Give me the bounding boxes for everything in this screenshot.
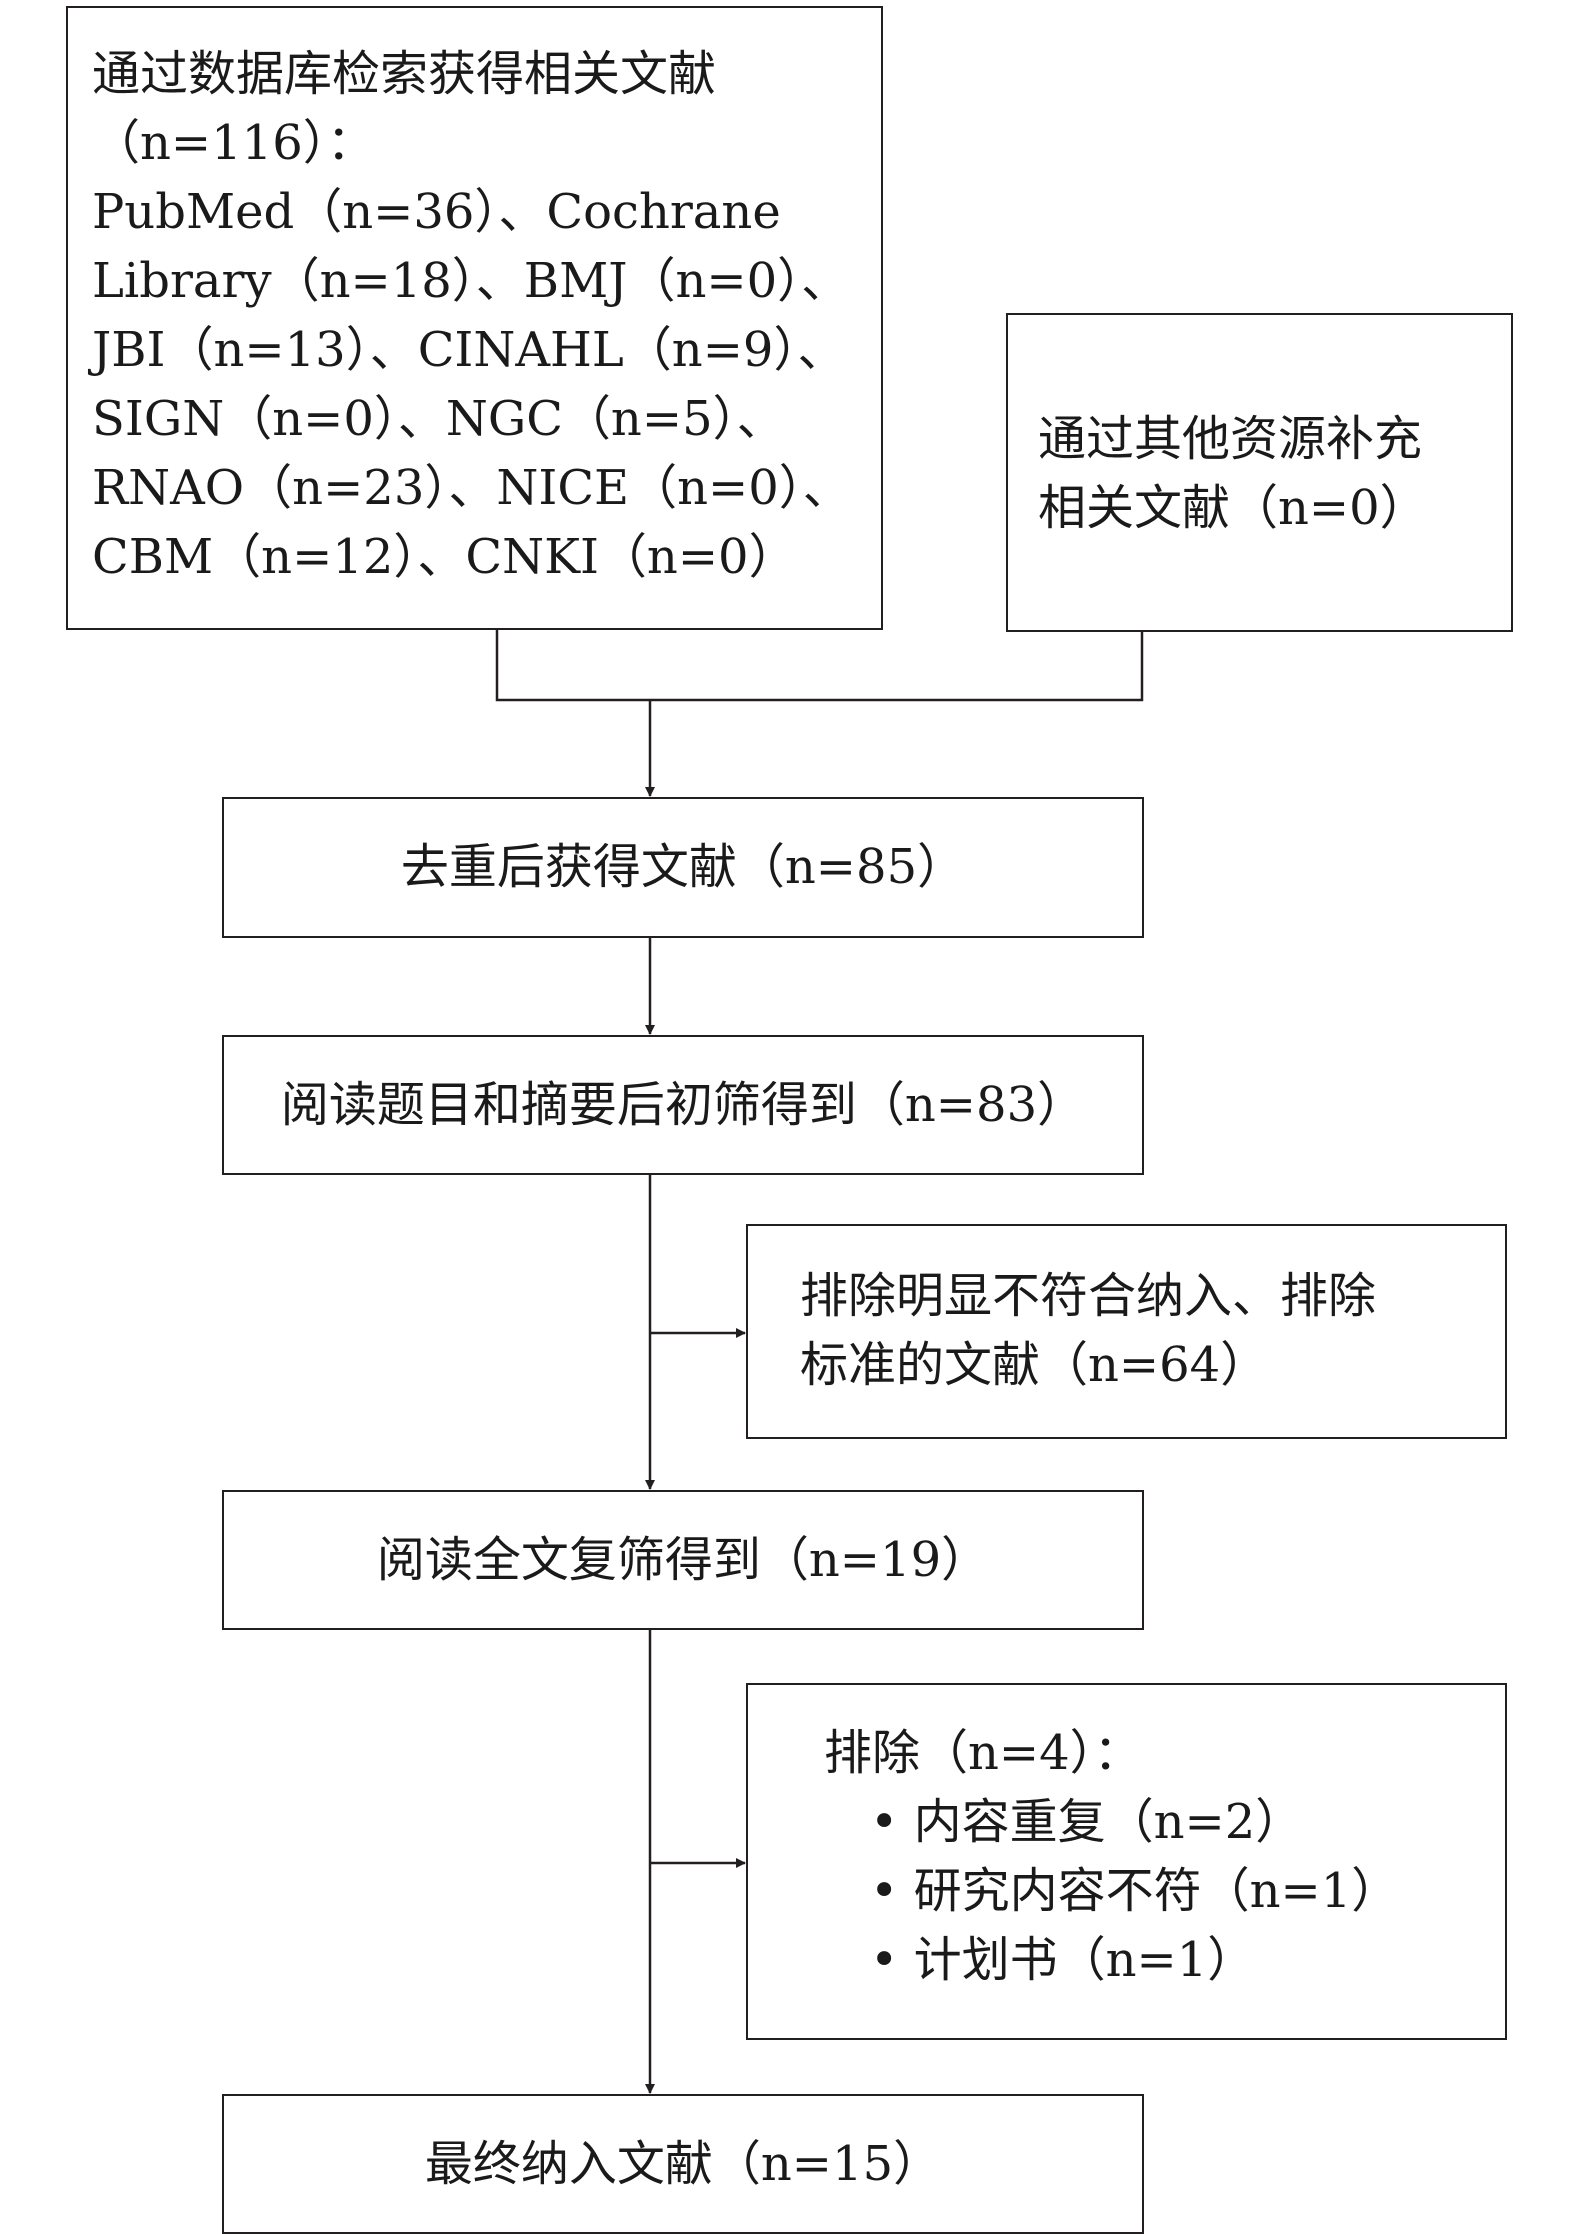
other-sources-text: 通过其他资源补充 相关文献（n=0） <box>1038 405 1428 543</box>
exclusion-2-box: 排除（n=4）： • 内容重复（n=2） • 研究内容不符（n=1） • 计划书… <box>746 1683 1507 2040</box>
sources-line: JBI（n=13）、CINAHL（n=9）、 <box>92 322 846 378</box>
database-sources-box: 通过数据库检索获得相关文献 （n=116）： PubMed（n=36）、Coch… <box>66 6 883 630</box>
sources-line: Library（n=18）、BMJ（n=0）、 <box>92 253 850 309</box>
screening-box: 阅读题目和摘要后初筛得到（n=83） <box>222 1035 1144 1175</box>
fulltext-box: 阅读全文复筛得到（n=19） <box>222 1490 1144 1630</box>
exclusion-1-text: 排除明显不符合纳入、排除 标准的文献（n=64） <box>800 1262 1376 1400</box>
other-line: 通过其他资源补充 <box>1038 411 1423 467</box>
exclusion-2-item: • 计划书（n=1） <box>870 1932 1256 1988</box>
merge-connector <box>495 628 1144 702</box>
exclusion-1-line: 排除明显不符合纳入、排除 <box>800 1268 1377 1324</box>
dedup-text: 去重后获得文献（n=85） <box>400 839 966 895</box>
exclusion-1-box: 排除明显不符合纳入、排除 标准的文献（n=64） <box>746 1224 1507 1439</box>
dedup-box: 去重后获得文献（n=85） <box>222 797 1144 938</box>
database-sources-text: 通过数据库检索获得相关文献 （n=116）： PubMed（n=36）、Coch… <box>92 40 851 592</box>
other-sources-box: 通过其他资源补充 相关文献（n=0） <box>1006 313 1513 632</box>
sources-line: PubMed（n=36）、Cochrane <box>92 184 781 240</box>
exclusion-2-item: • 研究内容不符（n=1） <box>870 1863 1400 1919</box>
other-line: 相关文献（n=0） <box>1038 480 1428 536</box>
sources-line: CBM（n=12）、CNKI（n=0） <box>92 529 797 585</box>
exclusion-1-line: 标准的文献（n=64） <box>800 1337 1269 1393</box>
final-text: 最终纳入文献（n=15） <box>424 2136 942 2192</box>
screening-text: 阅读题目和摘要后初筛得到（n=83） <box>280 1077 1086 1133</box>
exclusion-2-item: • 内容重复（n=2） <box>870 1794 1304 1850</box>
sources-line: 通过数据库检索获得相关文献 <box>92 46 717 102</box>
fulltext-text: 阅读全文复筛得到（n=19） <box>376 1532 990 1588</box>
exclusion-2-text: 排除（n=4）： • 内容重复（n=2） • 研究内容不符（n=1） • 计划书… <box>824 1719 1399 1995</box>
final-box: 最终纳入文献（n=15） <box>222 2094 1144 2234</box>
sources-line: （n=116）： <box>92 115 375 171</box>
sources-line: RNAO（n=23）、NICE（n=0）、 <box>92 460 851 516</box>
exclusion-2-title: 排除（n=4）： <box>824 1725 1142 1781</box>
sources-line: SIGN（n=0）、NGC（n=5）、 <box>92 391 785 447</box>
